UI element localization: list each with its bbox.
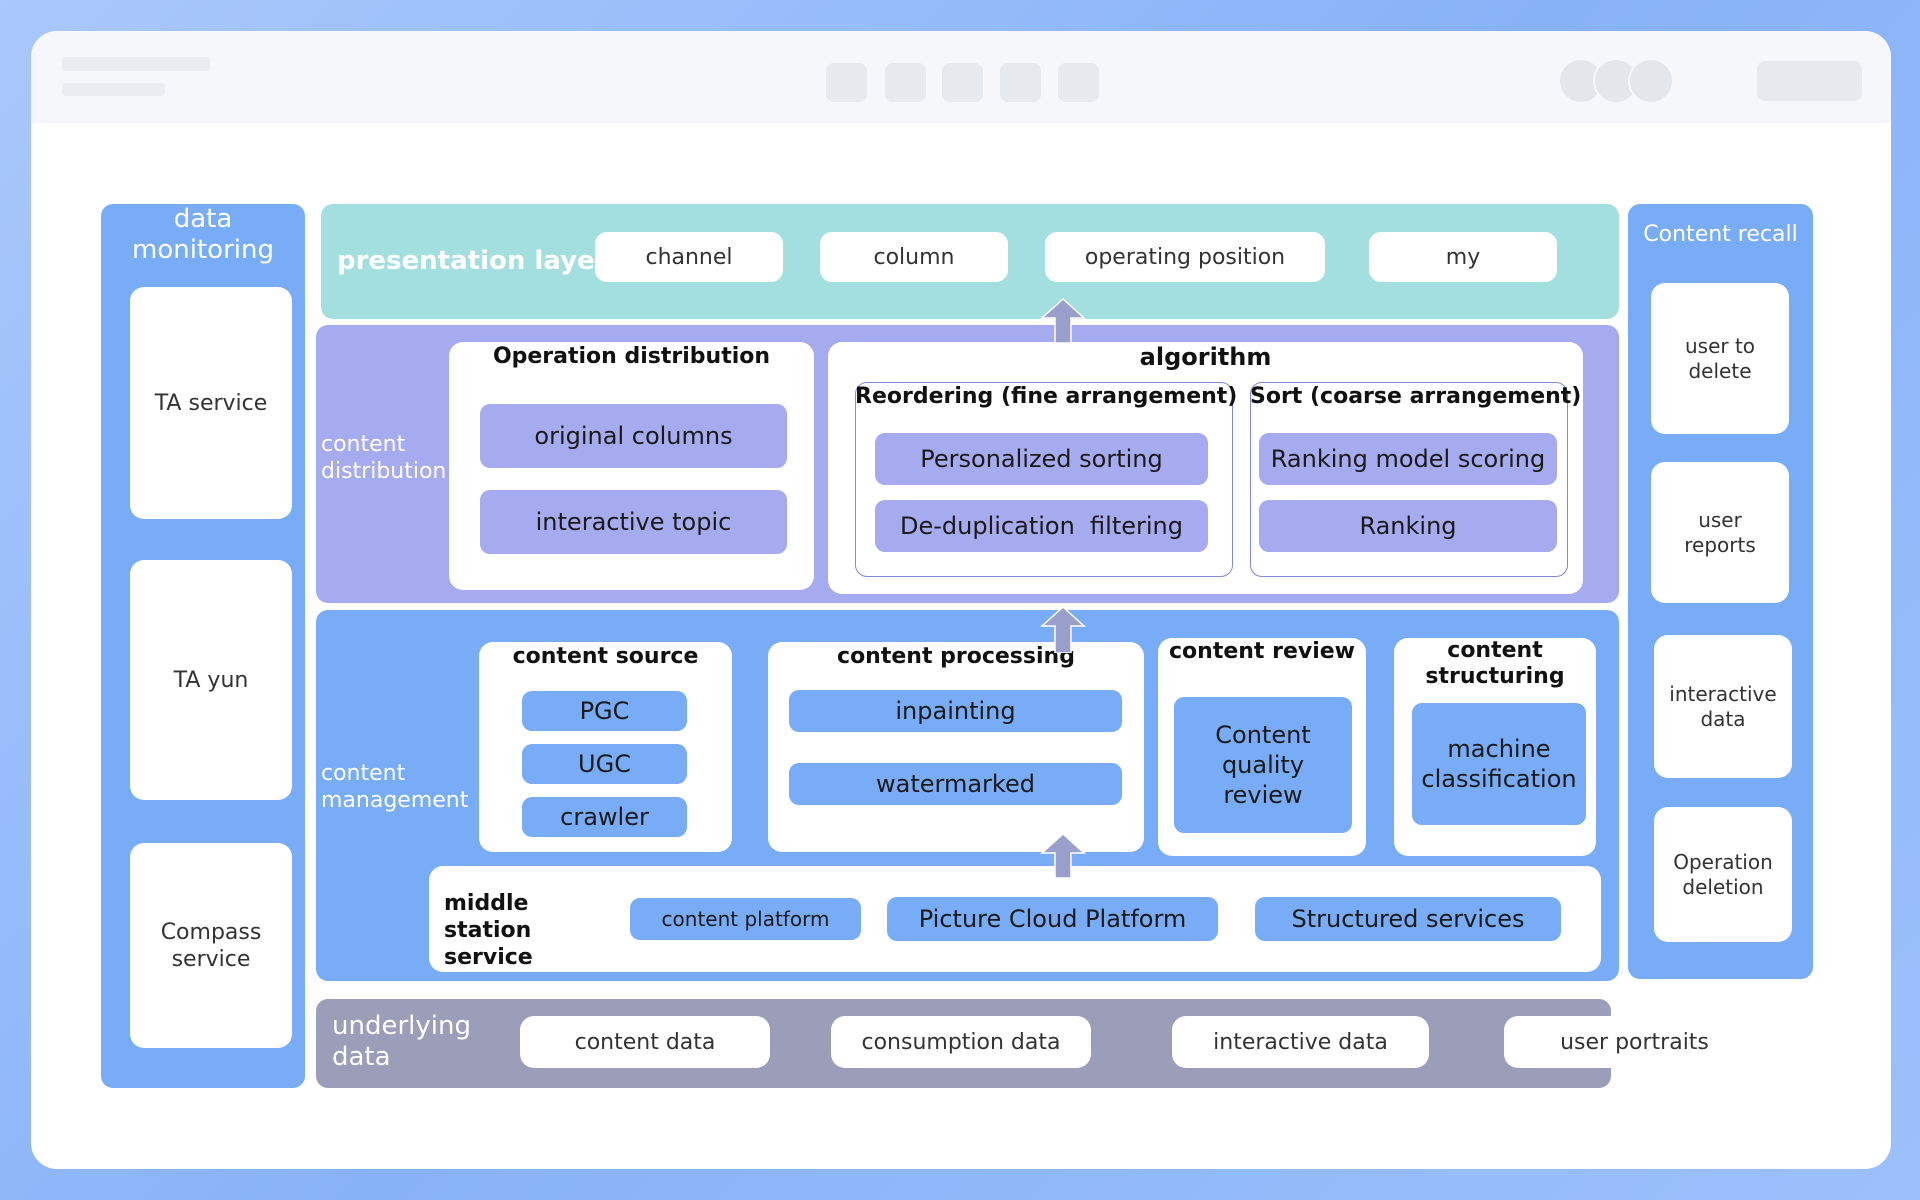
operation-distribution-title: Operation distribution bbox=[492, 344, 771, 369]
up-arrow-icon bbox=[1040, 832, 1086, 878]
interactive-topic-item: interactive topic bbox=[480, 490, 787, 554]
subtitle-placeholder bbox=[62, 83, 165, 96]
toolbar-button-placeholder[interactable] bbox=[1058, 63, 1099, 102]
up-arrow-icon bbox=[1040, 297, 1086, 343]
user-reports-card: user reports bbox=[1651, 462, 1789, 603]
user-portraits-item: user portraits bbox=[1504, 1016, 1765, 1068]
structured-services-item: Structured services bbox=[1255, 897, 1561, 941]
top-bar bbox=[31, 31, 1891, 123]
content-management-title: content management bbox=[321, 761, 469, 813]
operating-position-item: operating position bbox=[1045, 232, 1325, 282]
title-placeholder bbox=[62, 57, 210, 71]
toolbar-button-placeholder[interactable] bbox=[942, 63, 983, 102]
pgc-item: PGC bbox=[522, 691, 687, 731]
toolbar-button-placeholder[interactable] bbox=[1000, 63, 1041, 102]
deduplication-filtering-item: De-duplication filtering bbox=[875, 500, 1208, 552]
watermarked-item: watermarked bbox=[789, 763, 1122, 805]
original-columns-item: original columns bbox=[480, 404, 787, 468]
middle-station-title: middle station service bbox=[444, 891, 533, 970]
data-monitoring-title: data monitoring bbox=[132, 204, 274, 265]
column-item: column bbox=[820, 232, 1008, 282]
avatar[interactable] bbox=[1628, 58, 1674, 104]
content-recall-title: Content recall bbox=[1643, 222, 1798, 247]
channel-item: channel bbox=[595, 232, 783, 282]
content-source-title: content source bbox=[512, 644, 699, 669]
underlying-data-title: underlying data bbox=[332, 1011, 471, 1072]
operation-deletion-card: Operation deletion bbox=[1654, 807, 1792, 942]
my-item: my bbox=[1369, 232, 1557, 282]
up-arrow-icon bbox=[1040, 605, 1086, 653]
content-distribution-title: content distribution bbox=[321, 432, 447, 484]
ugc-item: UGC bbox=[522, 744, 687, 784]
compass-service-card: Compass service bbox=[130, 843, 292, 1048]
ta-service-card: TA service bbox=[130, 287, 292, 519]
interactive-data-item: interactive data bbox=[1172, 1016, 1429, 1068]
picture-cloud-platform-item: Picture Cloud Platform bbox=[887, 897, 1218, 941]
consumption-data-item: consumption data bbox=[831, 1016, 1091, 1068]
action-button-placeholder[interactable] bbox=[1757, 61, 1862, 101]
sort-title: Sort (coarse arrangement) bbox=[1250, 384, 1582, 409]
sort-box bbox=[1250, 382, 1568, 577]
interactive-data-card: interactive data bbox=[1654, 635, 1792, 778]
ranking-model-scoring-item: Ranking model scoring bbox=[1259, 433, 1557, 485]
user-to-delete-card: user to delete bbox=[1651, 283, 1789, 434]
ranking-item: Ranking bbox=[1259, 500, 1557, 552]
content-quality-review-item: Content quality review bbox=[1174, 697, 1352, 833]
personalized-sorting-item: Personalized sorting bbox=[875, 433, 1208, 485]
algorithm-title: algorithm bbox=[1139, 343, 1272, 371]
presentation-layer-title: presentation layer bbox=[337, 246, 608, 276]
inpainting-item: inpainting bbox=[789, 690, 1122, 732]
crawler-item: crawler bbox=[522, 797, 687, 837]
content-processing-title: content processing bbox=[837, 644, 1075, 669]
content-processing-box bbox=[768, 642, 1144, 852]
content-data-item: content data bbox=[520, 1016, 770, 1068]
content-structuring-title: content structuring bbox=[1425, 638, 1565, 689]
content-review-title: content review bbox=[1169, 639, 1355, 664]
reordering-title: Reordering (fine arrangement) bbox=[855, 384, 1238, 409]
toolbar-button-placeholder[interactable] bbox=[885, 63, 926, 102]
ta-yun-card: TA yun bbox=[130, 560, 292, 800]
machine-classification-item: machine classification bbox=[1412, 703, 1586, 825]
content-platform-item: content platform bbox=[630, 898, 861, 940]
reordering-box bbox=[855, 382, 1233, 577]
toolbar-button-placeholder[interactable] bbox=[826, 63, 867, 102]
